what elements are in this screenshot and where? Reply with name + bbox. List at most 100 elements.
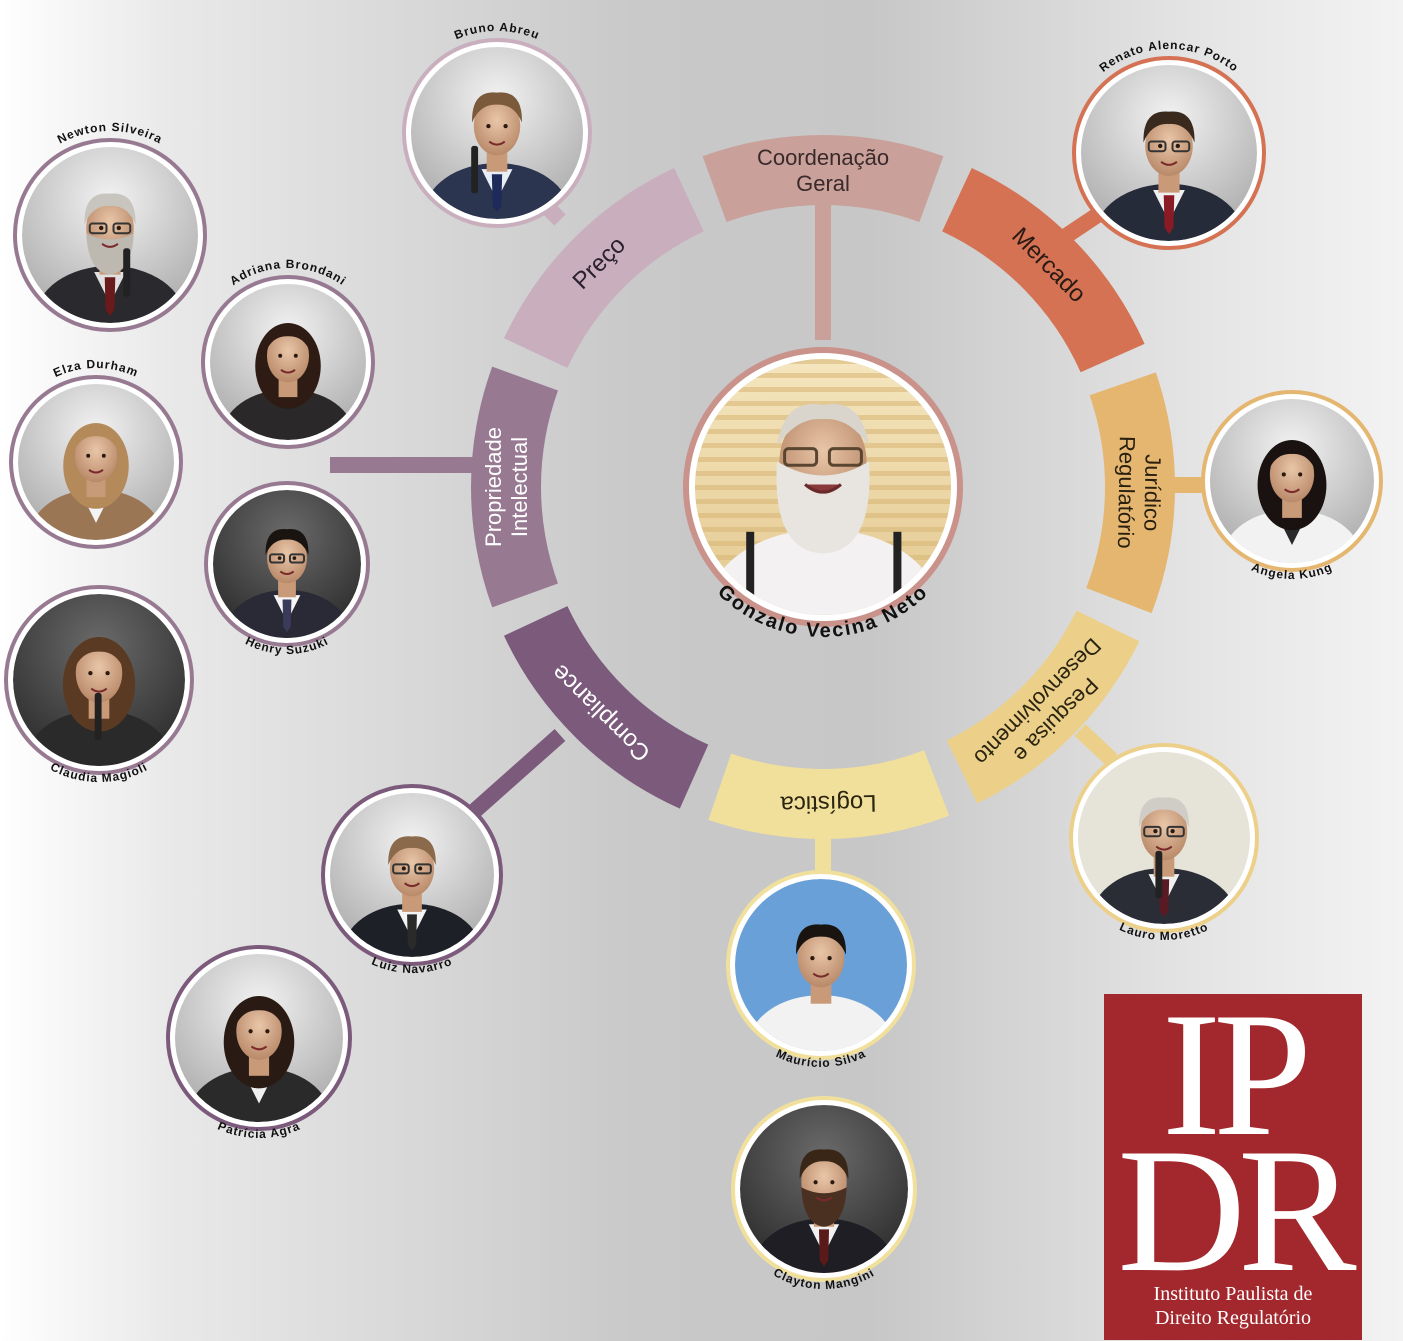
portrait-photo bbox=[1210, 399, 1374, 563]
portrait-inner-border bbox=[324, 787, 500, 963]
man-with-glasses-portrait bbox=[204, 481, 370, 647]
segment-label-line: Jurídico bbox=[1139, 454, 1165, 531]
portrait-photo bbox=[735, 879, 907, 1051]
segment-compliance bbox=[503, 606, 709, 809]
woman-speaking-microphone bbox=[4, 585, 194, 775]
person-card: Patrícia Agra bbox=[166, 945, 352, 1141]
portrait-photo bbox=[740, 1105, 908, 1273]
portrait-inner-border bbox=[16, 141, 204, 329]
connector-compliance bbox=[464, 729, 566, 821]
woman-white-blazer bbox=[1201, 390, 1383, 572]
segment-label-line: Coordenação bbox=[757, 145, 889, 170]
portrait-outer-border bbox=[9, 375, 183, 549]
segment-preco bbox=[503, 167, 704, 368]
person-card: Henry Suzuki bbox=[204, 481, 370, 657]
portrait-outer-border bbox=[1069, 743, 1259, 933]
portrait-outer-border bbox=[166, 945, 352, 1131]
person-card: Newton Silveira bbox=[13, 120, 207, 332]
segment-juridico bbox=[1086, 372, 1176, 614]
person-card: Clayton Mangini bbox=[731, 1096, 917, 1292]
logo-caption-line-2: Direito Regulatório bbox=[1154, 1307, 1312, 1329]
dark-haired-woman-portrait bbox=[201, 275, 375, 449]
portrait-photo bbox=[13, 594, 185, 766]
ipdr-logo: IP DR Instituto Paulista de Direito Regu… bbox=[1104, 994, 1362, 1340]
logo-letters-top: IP bbox=[1162, 994, 1305, 1173]
segment-coordenacao bbox=[702, 134, 944, 223]
segment-mercado bbox=[942, 167, 1145, 373]
man-with-glasses-suit bbox=[1072, 56, 1266, 250]
young-man-beard-portrait bbox=[731, 1096, 917, 1282]
center-photo bbox=[695, 359, 951, 615]
portrait-photo bbox=[175, 954, 343, 1122]
portrait-photo bbox=[1078, 752, 1250, 924]
portrait-inner-border bbox=[1072, 746, 1256, 930]
portrait-outer-border bbox=[1201, 390, 1383, 572]
portrait-photo bbox=[22, 147, 198, 323]
ipdr-monogram: IP DR bbox=[1117, 994, 1362, 1274]
center-outer-border bbox=[683, 347, 963, 627]
person-card: Maurício Silva bbox=[726, 870, 916, 1070]
portrait-outer-border bbox=[4, 585, 194, 775]
person-card: Angela Kung bbox=[1201, 390, 1383, 582]
logo-caption-line-1: Instituto Paulista de bbox=[1153, 1283, 1313, 1305]
portrait-photo bbox=[210, 284, 366, 440]
portrait-photo bbox=[18, 384, 174, 540]
portrait-photo bbox=[1081, 65, 1257, 241]
portrait-photo bbox=[411, 47, 583, 219]
portrait-outer-border bbox=[731, 1096, 917, 1282]
portrait-outer-border bbox=[13, 138, 207, 332]
portrait-outer-border bbox=[726, 870, 916, 1060]
portrait-outer-border bbox=[201, 275, 375, 449]
segment-label-line: Intelectual bbox=[507, 437, 532, 537]
woman-necklace-portrait bbox=[166, 945, 352, 1131]
portrait-outer-border bbox=[402, 38, 592, 228]
portrait-inner-border bbox=[12, 378, 180, 546]
connector-pesquisa bbox=[1074, 724, 1118, 766]
portrait-outer-border bbox=[321, 784, 503, 966]
segment-label-line: Logística bbox=[780, 789, 877, 818]
center-portrait bbox=[683, 347, 963, 627]
portrait-inner-border bbox=[729, 873, 913, 1057]
logo-caption: Instituto Paulista de Direito Regulatóri… bbox=[1104, 1282, 1362, 1330]
portrait-outer-border bbox=[1072, 56, 1266, 250]
person-card: Claudia Magioli bbox=[4, 585, 194, 785]
center-person: Gonzalo Vecina Neto bbox=[683, 347, 963, 642]
segment-label-line: Regulatório bbox=[1113, 436, 1140, 549]
portrait-inner-border bbox=[734, 1099, 914, 1279]
segment-label-line: Geral bbox=[796, 171, 850, 196]
portrait-photo bbox=[330, 793, 494, 957]
portrait-photo bbox=[213, 490, 361, 638]
segment-label-logistica: Logística bbox=[780, 789, 877, 818]
portrait-inner-border bbox=[1075, 59, 1263, 247]
segment-propriedade bbox=[471, 366, 559, 608]
portrait-inner-border bbox=[405, 41, 589, 225]
smiling-man-portrait bbox=[726, 870, 916, 1060]
portrait-inner-border bbox=[169, 948, 349, 1128]
person-card: Elza Durham bbox=[9, 357, 183, 549]
person-card: Luiz Navarro bbox=[321, 784, 503, 976]
portrait-inner-border bbox=[7, 588, 191, 772]
portrait-inner-border bbox=[1204, 393, 1380, 569]
segment-logistica bbox=[708, 750, 950, 839]
woman-leopard-jacket bbox=[9, 375, 183, 549]
person-card: Renato Alencar Porto bbox=[1072, 38, 1266, 250]
man-glasses-tie bbox=[321, 784, 503, 966]
portrait-inner-border bbox=[204, 278, 372, 446]
logo-letters-bottom: DR bbox=[1117, 1111, 1357, 1274]
gray-haired-man-microphone bbox=[13, 138, 207, 332]
person-card: Bruno Abreu bbox=[402, 20, 592, 228]
person-card: Adriana Brondani bbox=[201, 257, 375, 449]
portrait-inner-border bbox=[207, 484, 367, 644]
segment-label-line: Propriedade bbox=[481, 427, 506, 547]
person-card: Lauro Moretto bbox=[1069, 743, 1259, 943]
portrait-outer-border bbox=[204, 481, 370, 647]
man-speaking-microphone bbox=[402, 38, 592, 228]
segment-pesquisa bbox=[946, 610, 1140, 804]
older-man-speaking bbox=[1069, 743, 1259, 933]
center-inner-border bbox=[687, 351, 959, 623]
